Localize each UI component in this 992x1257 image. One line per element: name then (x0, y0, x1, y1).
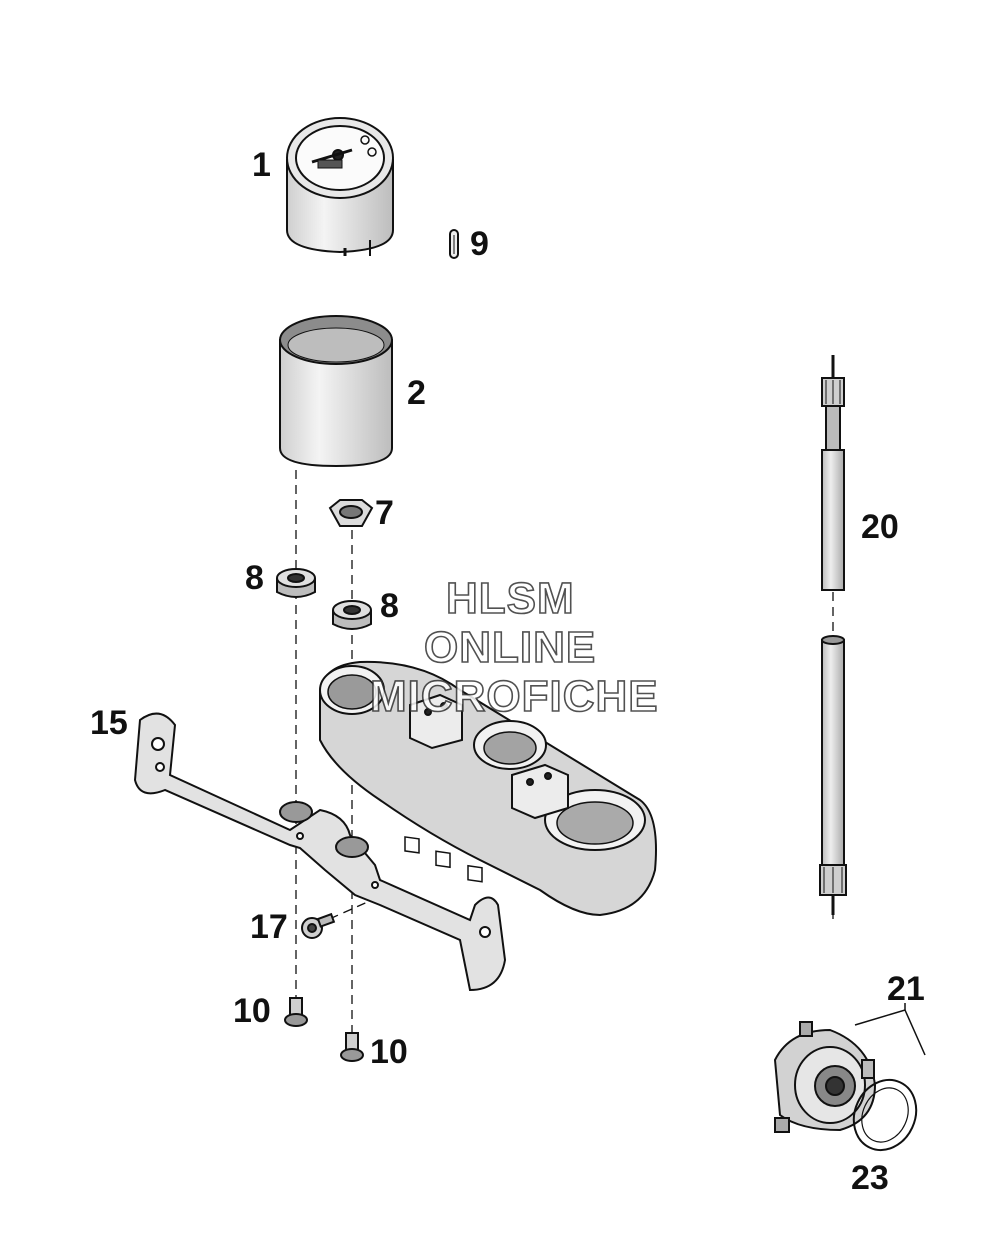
speedometer-part[interactable] (286, 117, 394, 256)
callout-17: 17 (250, 908, 288, 946)
callout-21: 21 (887, 970, 925, 1008)
triple-clamp-part[interactable] (319, 660, 657, 917)
watermark-line-2: ONLINE (423, 623, 597, 672)
callout-10a: 10 (233, 992, 271, 1030)
speedometer-cable-part[interactable] (819, 355, 847, 915)
callout-15: 15 (90, 704, 128, 742)
clip-part[interactable] (449, 229, 459, 259)
screw-part-10b[interactable] (340, 1032, 364, 1062)
grommet-part-b[interactable] (332, 600, 372, 630)
callout-7: 7 (375, 494, 394, 532)
callout-2: 2 (407, 374, 426, 412)
watermark-line-3: MICROFICHE (369, 672, 659, 721)
callout-8a: 8 (245, 559, 264, 597)
bracket-part[interactable] (133, 712, 507, 992)
callout-9: 9 (470, 225, 489, 263)
callout-23: 23 (851, 1159, 889, 1197)
nut-part[interactable] (328, 499, 374, 527)
grommet-part-a[interactable] (276, 568, 316, 598)
screw-part-17[interactable] (301, 912, 336, 939)
leader-lines (854, 1003, 926, 1056)
watermark-line-1: HLSM (445, 574, 575, 623)
callout-20: 20 (861, 508, 899, 546)
speedometer-drive-part[interactable] (773, 1021, 877, 1133)
callout-1: 1 (252, 146, 271, 184)
gauge-sleeve-part[interactable] (279, 315, 393, 468)
callout-8b: 8 (380, 587, 399, 625)
retaining-ring-part[interactable] (843, 1070, 928, 1161)
callout-10b: 10 (370, 1033, 408, 1071)
screw-part-10a[interactable] (284, 997, 308, 1027)
